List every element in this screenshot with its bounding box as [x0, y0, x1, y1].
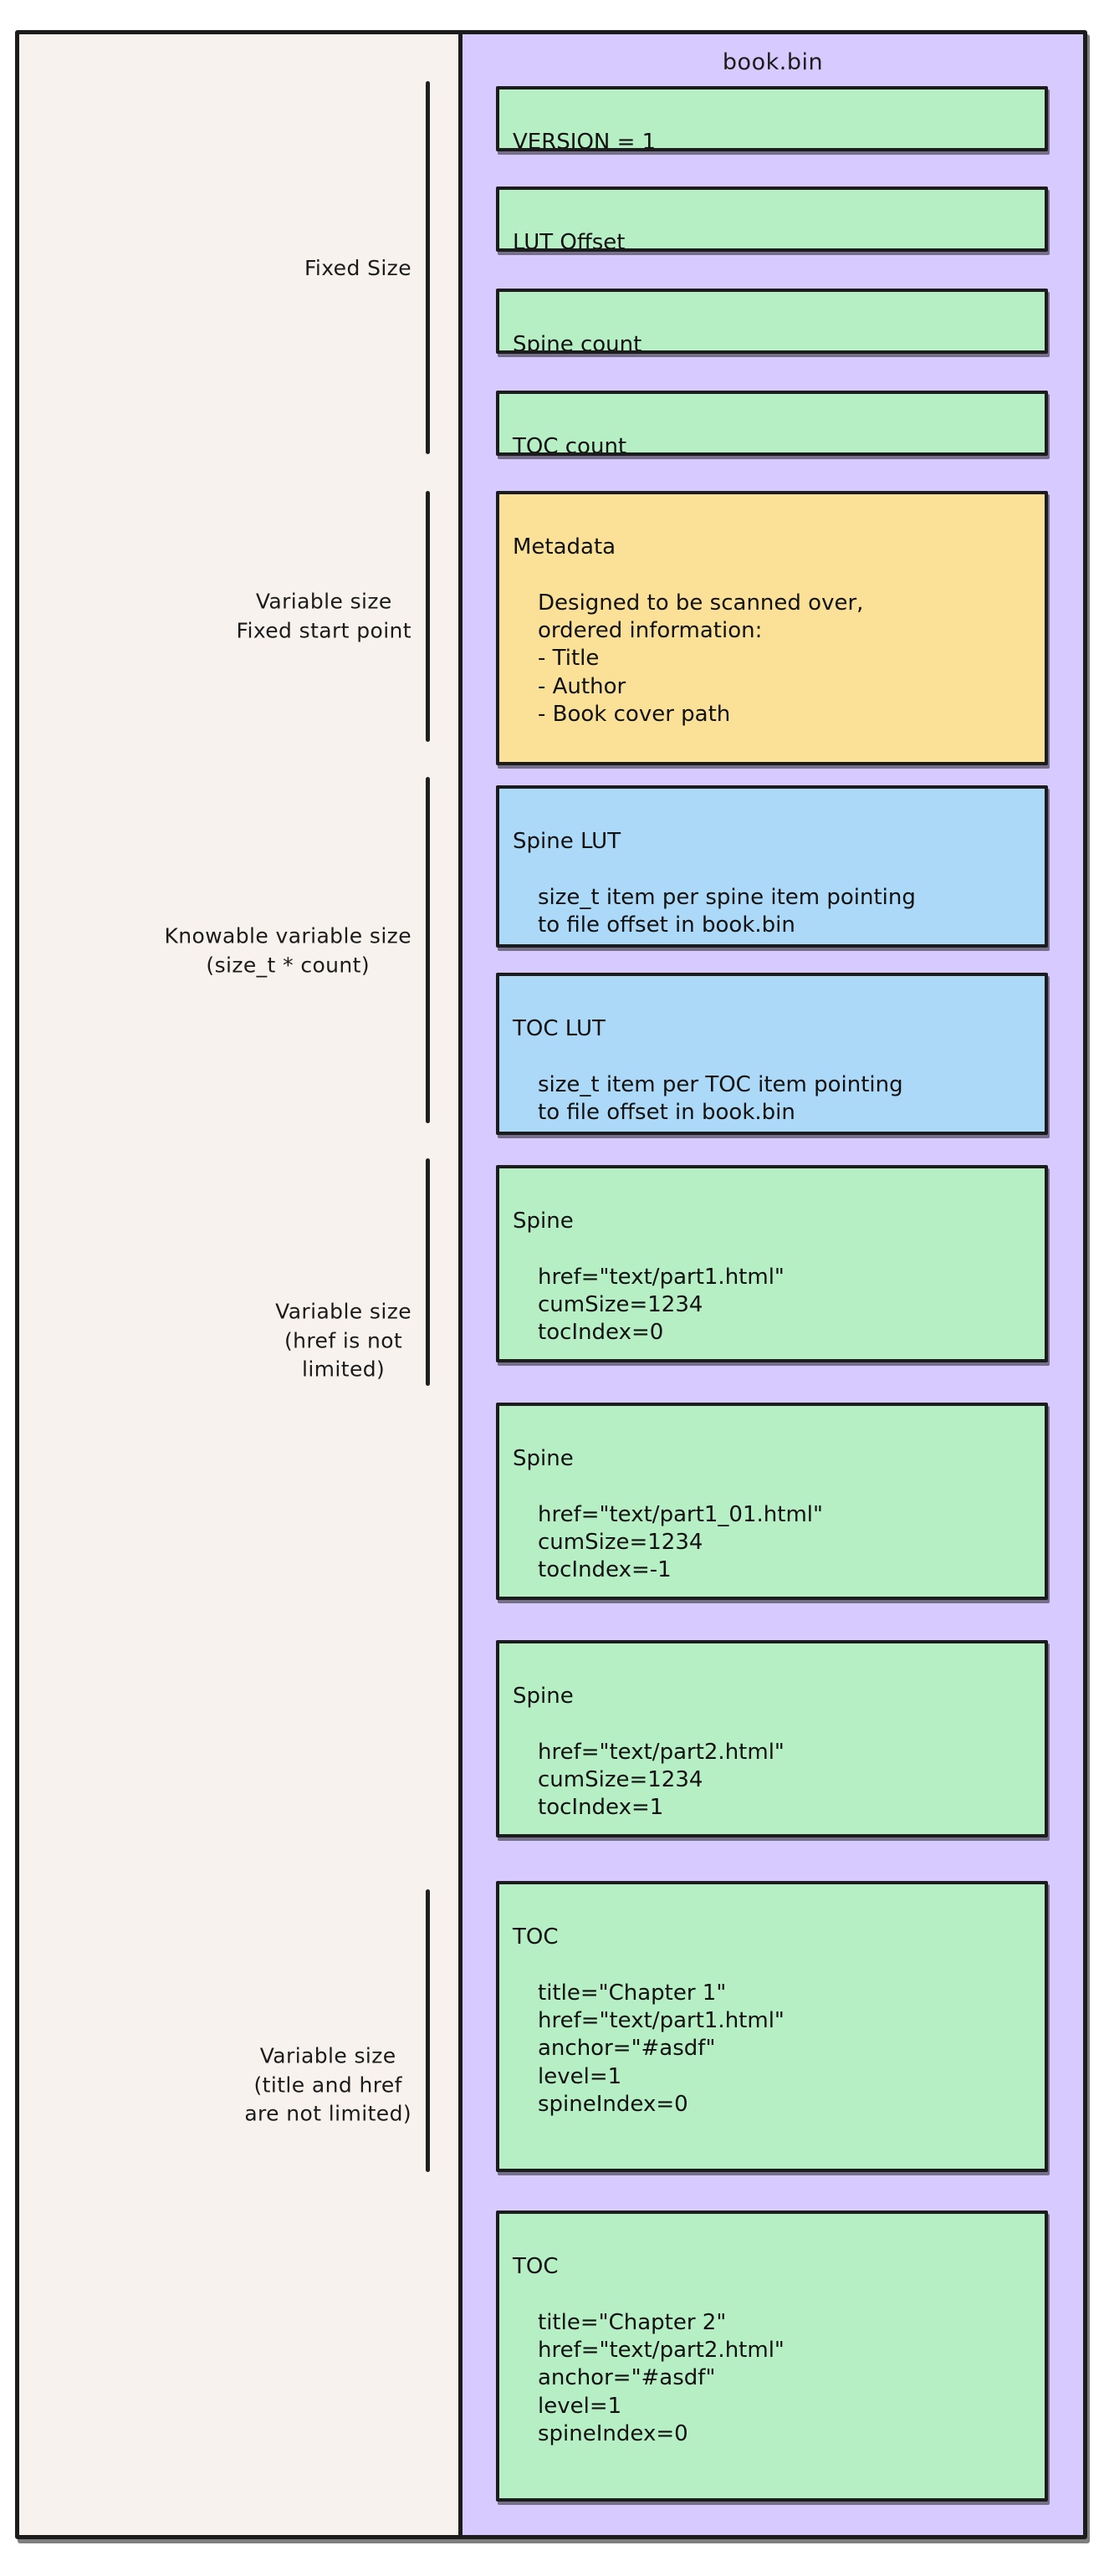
toc-count-record: TOC count: [496, 391, 1048, 456]
spine-record-1: Spine href="text/part1.html" cumSize=123…: [496, 1165, 1048, 1362]
toc-record-1-body: title="Chapter 1" href="text/part1.html"…: [538, 1980, 785, 2117]
toc-record-2: TOC title="Chapter 2" href="text/part2.h…: [496, 2211, 1048, 2502]
toc-record-2-body: title="Chapter 2" href="text/part2.html"…: [538, 2309, 785, 2446]
spine-lut-record-title: Spine LUT: [513, 829, 621, 855]
metadata-record-body: Designed to be scanned over, ordered inf…: [538, 590, 864, 727]
lut-offset-record-title: LUT Offset: [513, 230, 626, 252]
toc-lut-record-body: size_t item per TOC item pointing to fil…: [538, 1071, 903, 1126]
spine-count-record: Spine count: [496, 289, 1048, 354]
version-record-title: VERSION = 1: [513, 130, 657, 151]
annotation-column: Fixed Size Variable size Fixed start poi…: [19, 34, 463, 2535]
toc-count-record-title: TOC count: [513, 434, 627, 456]
spine-lut-record: Spine LUT size_t item per spine item poi…: [496, 785, 1048, 948]
spine-record-1-title: Spine: [513, 1209, 574, 1234]
spine-record-2-title: Spine: [513, 1446, 574, 1472]
toc-record-2-title: TOC: [513, 2254, 559, 2280]
bracket-knowable-variable-size: [426, 777, 430, 1123]
file-layout-frame: Fixed Size Variable size Fixed start poi…: [15, 30, 1087, 2539]
file-title: book.bin: [722, 49, 824, 75]
metadata-record: Metadata Designed to be scanned over, or…: [496, 491, 1048, 765]
annotation-knowable-variable-size: Knowable variable size (size_t * count): [164, 923, 411, 978]
toc-record-1-title: TOC: [513, 1924, 559, 1950]
spine-record-3-title: Spine: [513, 1684, 574, 1710]
annotation-variable-title-href: Variable size (title and href are not li…: [244, 2043, 411, 2126]
file-column: book.bin VERSION = 1 LUT Offset Spine co…: [463, 34, 1083, 2535]
spine-record-3-body: href="text/part2.html" cumSize=1234 tocI…: [538, 1739, 785, 1821]
metadata-record-title: Metadata: [513, 534, 616, 560]
spine-count-record-title: Spine count: [513, 332, 642, 354]
spine-record-2-body: href="text/part1_01.html" cumSize=1234 t…: [538, 1501, 823, 1583]
spine-lut-record-body: size_t item per spine item pointing to f…: [538, 884, 916, 938]
annotation-variable-href: Variable size (href is not limited): [275, 1299, 411, 1382]
spine-record-2: Spine href="text/part1_01.html" cumSize=…: [496, 1403, 1048, 1600]
toc-lut-record: TOC LUT size_t item per TOC item pointin…: [496, 973, 1048, 1135]
lut-offset-record: LUT Offset: [496, 187, 1048, 252]
spine-record-1-body: href="text/part1.html" cumSize=1234 tocI…: [538, 1264, 785, 1346]
annotation-variable-fixed-start: Variable size Fixed start point: [236, 589, 411, 643]
annotation-fixed-size: Fixed Size: [304, 255, 411, 280]
toc-lut-record-title: TOC LUT: [513, 1016, 606, 1042]
version-record: VERSION = 1: [496, 86, 1048, 151]
bracket-fixed-size: [426, 81, 430, 454]
bracket-variable-fixed-start: [426, 491, 430, 742]
bracket-variable-href: [426, 1158, 430, 1386]
bracket-variable-title-href: [426, 1889, 430, 2172]
spine-record-3: Spine href="text/part2.html" cumSize=123…: [496, 1640, 1048, 1837]
toc-record-1: TOC title="Chapter 1" href="text/part1.h…: [496, 1881, 1048, 2172]
